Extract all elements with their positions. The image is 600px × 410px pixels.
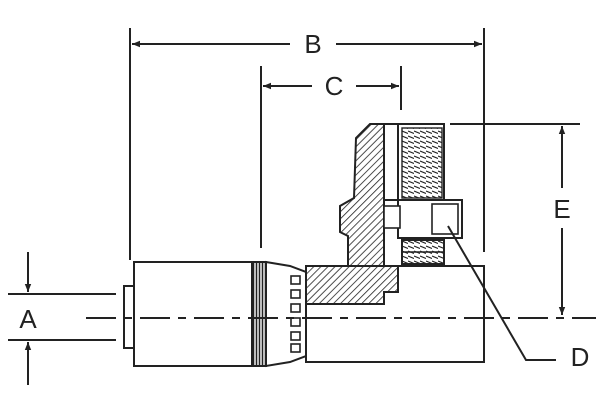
fitting-body: [123, 123, 485, 368]
extension-lines: [8, 28, 580, 341]
swivel-section-hatch: [339, 123, 385, 267]
label-e: E: [553, 194, 570, 224]
port-detail: [383, 205, 401, 229]
tee-section-hatch: [305, 265, 399, 305]
collar-ribs: [290, 275, 301, 353]
hose-socket: [133, 261, 253, 367]
hex-flat: [431, 203, 459, 235]
crimp-band: [251, 261, 267, 367]
dimension-e: E: [553, 126, 571, 315]
leader-d: [447, 225, 556, 361]
dimension-c: C: [263, 71, 399, 101]
label-b: B: [304, 29, 321, 59]
dimension-b: B: [132, 29, 482, 59]
label-d: D: [571, 342, 590, 372]
dimension-d: D: [447, 225, 590, 372]
dimension-a: A: [19, 252, 37, 385]
pipe-threads: [401, 127, 443, 199]
label-a: A: [19, 304, 37, 334]
label-c: C: [325, 71, 344, 101]
